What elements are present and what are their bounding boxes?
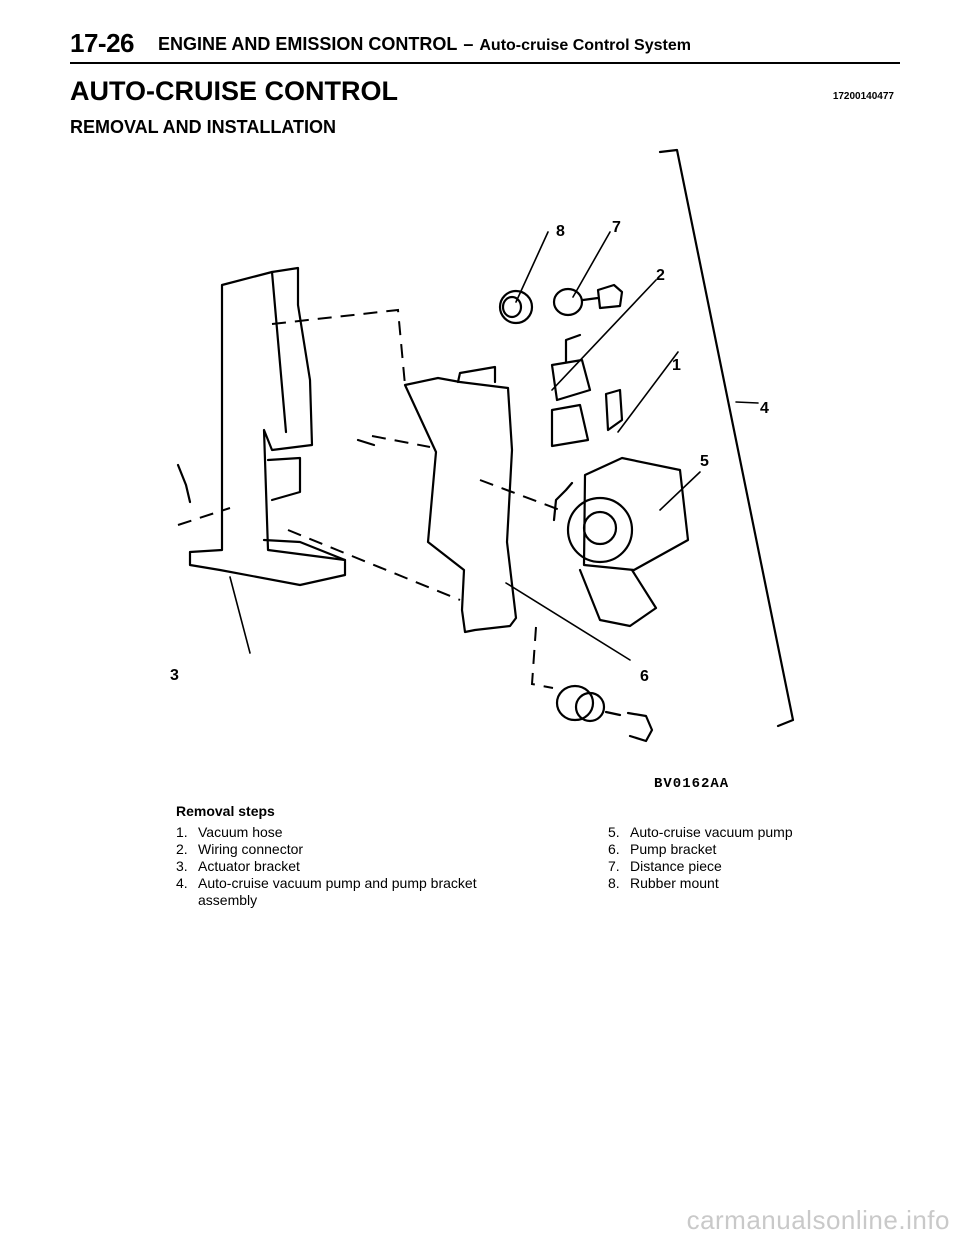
step-number: 8.	[608, 875, 620, 891]
step-number: 7.	[608, 858, 620, 874]
step-item: 5. Auto-cruise vacuum pump	[608, 824, 898, 841]
subsection-name: Auto-cruise Control System	[479, 37, 691, 54]
step-item: 8. Rubber mount	[608, 875, 898, 892]
step-item: 1. Vacuum hose	[176, 824, 506, 841]
callout-3: 3	[170, 667, 179, 684]
section-subtitle: REMOVAL AND INSTALLATION	[70, 117, 336, 137]
step-number: 3.	[176, 858, 188, 874]
step-text: Actuator bracket	[198, 858, 300, 874]
step-text: Auto-cruise vacuum pump	[630, 824, 793, 840]
step-text: Auto-cruise vacuum pump and pump bracket…	[198, 875, 477, 908]
callout-7: 7	[612, 219, 621, 236]
step-number: 6.	[608, 841, 620, 857]
step-item: 7. Distance piece	[608, 858, 898, 875]
removal-steps-right: 5. Auto-cruise vacuum pump 6. Pump bracket…	[608, 824, 898, 892]
step-item: 3. Actuator bracket	[176, 858, 506, 875]
callout-6: 6	[640, 668, 649, 685]
callout-4: 4	[760, 400, 769, 417]
step-number: 2.	[176, 841, 188, 857]
step-item: 2. Wiring connector	[176, 841, 506, 858]
section-name: ENGINE AND EMISSION CONTROL	[158, 34, 458, 54]
page-number: 17-26	[70, 28, 135, 58]
step-text: Wiring connector	[198, 841, 304, 857]
callout-8: 8	[556, 223, 565, 240]
removal-steps-left: 1. Vacuum hose 2. Wiring connector 3. Actua…	[176, 824, 506, 909]
step-text: Pump bracket	[630, 841, 717, 857]
callout-1: 1	[672, 357, 681, 374]
step-text: Distance piece	[630, 858, 722, 874]
removal-steps-heading: Removal steps	[176, 803, 275, 819]
step-number: 1.	[176, 824, 188, 840]
step-item: 6. Pump bracket	[608, 841, 898, 858]
step-text: Vacuum hose	[198, 824, 283, 840]
header-rule	[70, 62, 900, 64]
callout-5: 5	[700, 453, 709, 470]
watermark: carmanualsonline.info	[686, 1205, 950, 1235]
diagram-drawing: 1 2 3 4 5 6 7 8	[170, 148, 795, 743]
document-code: 17200140477	[832, 91, 894, 102]
step-item: 4. Auto-cruise vacuum pump and pump brack…	[176, 875, 506, 909]
step-number: 4.	[176, 875, 188, 891]
step-number: 5.	[608, 824, 620, 840]
page-header: 17-26 ENGINE AND EMISSION CONTROL–Auto-c…	[70, 28, 900, 58]
section-title: ENGINE AND EMISSION CONTROL–Auto-cruise …	[158, 34, 691, 55]
exploded-diagram: 1 2 3 4 5 6 7 8	[160, 140, 820, 790]
step-text: Rubber mount	[630, 875, 719, 891]
page-title: AUTO-CRUISE CONTROL	[70, 76, 398, 106]
section-separator: –	[463, 34, 474, 54]
figure-code: BV0162AA	[654, 776, 730, 792]
callout-2: 2	[656, 267, 665, 284]
